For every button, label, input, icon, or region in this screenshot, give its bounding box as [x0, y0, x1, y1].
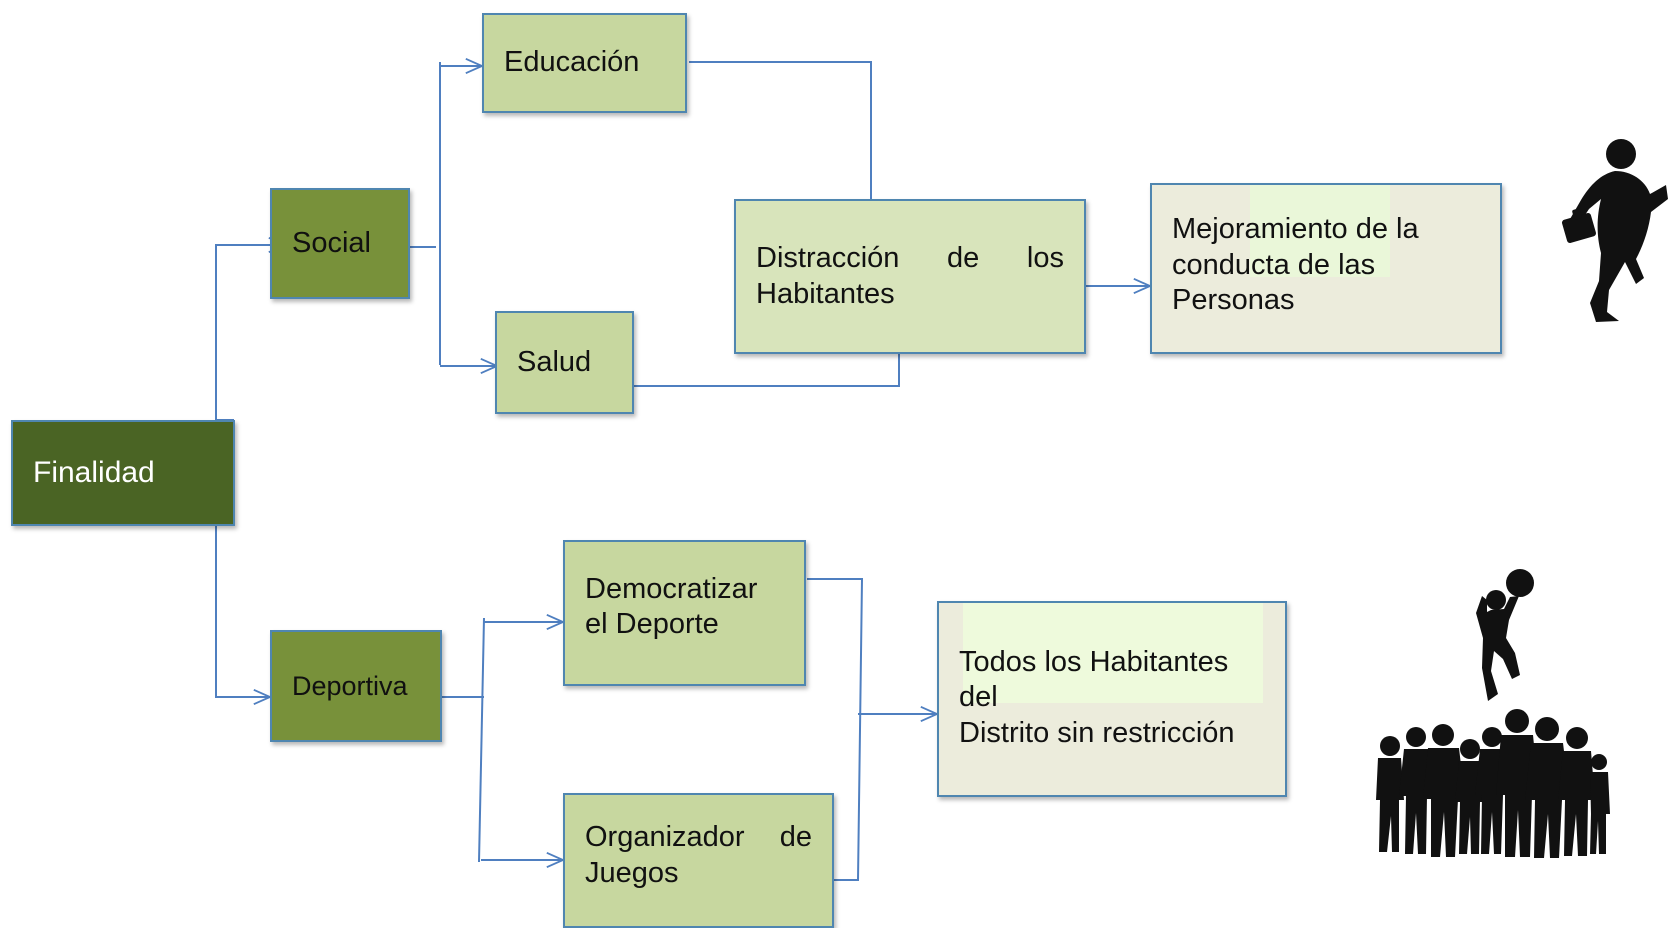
node-finalidad: Finalidad: [11, 420, 235, 526]
node-deportiva-label: Deportiva: [292, 670, 408, 701]
connector-salud-distraccion: [633, 353, 900, 387]
node-distraccion-line1: Distracción de los: [756, 242, 1064, 275]
node-finalidad-label: Finalidad: [33, 455, 155, 489]
connector-educacion-distraccion: [689, 61, 872, 199]
node-democratizar-line2: el Deporte: [585, 608, 719, 640]
node-todos: Todos los Habitantes del Distrito sin re…: [937, 601, 1287, 797]
connector-deportiva-split: [478, 617, 485, 863]
node-todos-line1: Todos los Habitantes: [959, 645, 1229, 678]
node-deportiva: Deportiva: [270, 630, 442, 742]
node-mejoramiento-line1: Mejoramiento de la: [1172, 213, 1419, 246]
node-distraccion-line2: Habitantes: [756, 277, 895, 310]
basketball-player-icon: [1476, 569, 1534, 701]
node-distraccion: Distracción de los Habitantes: [734, 199, 1086, 354]
node-mejoramiento: Mejoramiento de la conducta de las Perso…: [1150, 183, 1502, 354]
node-salud: Salud: [495, 311, 634, 414]
node-educacion-label: Educación: [504, 46, 640, 79]
running-businessman-icon: [1561, 139, 1668, 322]
node-mejoramiento-line3: Personas: [1172, 284, 1295, 317]
node-organizador-line1: Organizador de: [585, 821, 812, 854]
node-educacion: Educación: [482, 13, 687, 113]
node-organizador-line2: Juegos: [585, 856, 679, 889]
node-salud-label: Salud: [517, 345, 592, 378]
node-todos-line3: Distrito sin restricción: [959, 716, 1235, 749]
node-social-label: Social: [292, 226, 371, 259]
node-social: Social: [270, 188, 410, 299]
node-organizador: Organizador de Juegos: [563, 793, 834, 928]
node-democratizar: Democratizar el Deporte: [563, 540, 806, 686]
node-todos-line2: del: [959, 681, 998, 714]
node-mejoramiento-line2: conducta de las: [1172, 248, 1376, 281]
node-democratizar-line1: Democratizar: [585, 572, 758, 605]
group-of-people-icon: [1376, 709, 1610, 858]
